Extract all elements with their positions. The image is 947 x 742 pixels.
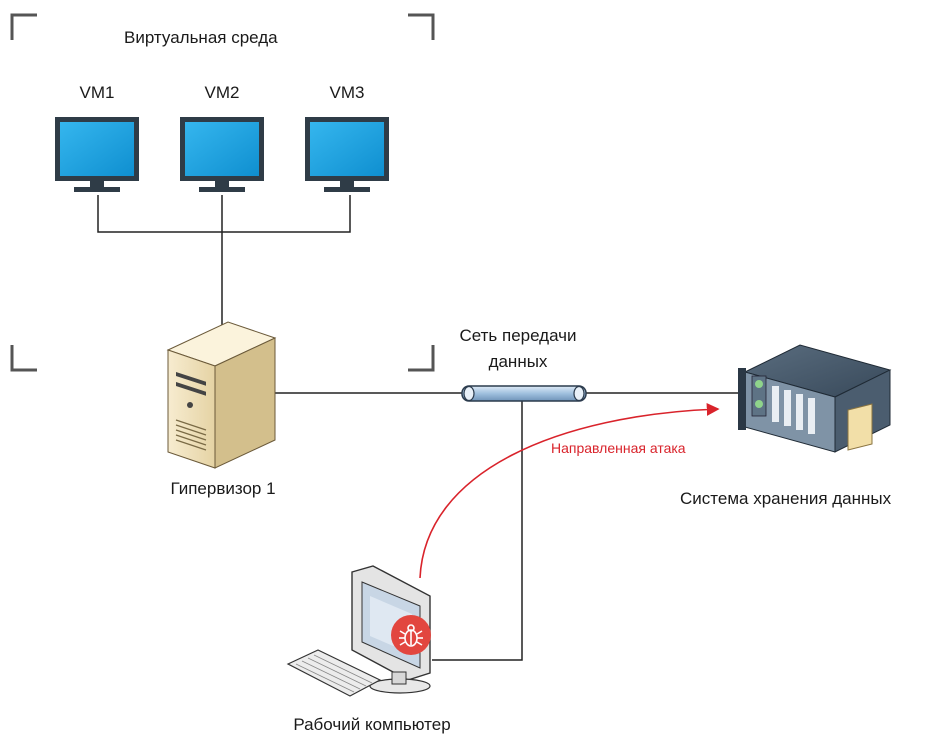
vm2-label: VM2	[204, 83, 240, 102]
vm3-label: VM3	[329, 83, 365, 102]
vm-connections	[97, 195, 351, 330]
vm1-label: VM1	[79, 83, 115, 102]
network-label-line2: данных	[488, 352, 548, 371]
workstation-link	[432, 400, 523, 661]
vm1-monitor-icon	[55, 117, 139, 192]
attack-arrow	[419, 403, 720, 579]
network-pipe-icon	[461, 385, 587, 402]
attack-label: Направленная атака	[551, 440, 686, 456]
hypervisor-server-icon	[166, 321, 277, 469]
workstation-label: Рабочий компьютер	[293, 715, 451, 734]
hypervisor-label: Гипервизор 1	[170, 479, 276, 498]
vm2-monitor-icon	[180, 117, 264, 192]
workstation-icon	[286, 565, 431, 697]
storage-label: Система хранения данных	[680, 489, 892, 508]
vm3-monitor-icon	[305, 117, 389, 192]
virtual-env-brackets	[10, 13, 435, 372]
virtual-env-title: Виртуальная среда	[124, 28, 278, 47]
storage-system-icon	[738, 344, 892, 453]
network-label-line1: Сеть передачи	[459, 326, 577, 345]
